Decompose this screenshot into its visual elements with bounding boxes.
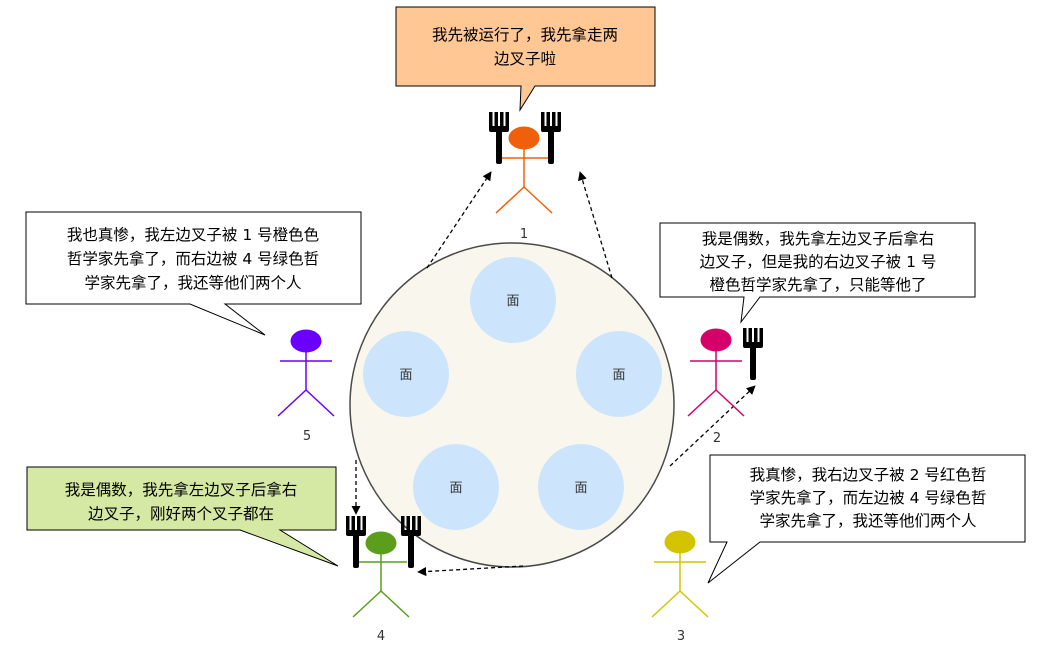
bowl-bottom-right: 面 — [538, 444, 624, 530]
bubble-4-line-2: 边叉子，刚好两个叉子都在 — [88, 505, 274, 523]
philosopher-2: 2 — [687, 328, 745, 446]
arrow-fork-right-to-1 — [578, 171, 613, 279]
bowl-label: 面 — [449, 481, 462, 496]
fork-icon — [743, 328, 763, 380]
bubble-5-line-2: 哲学家先拿了，而右边被 4 号绿色哲 — [67, 249, 319, 268]
fork-icon — [541, 112, 561, 164]
bowl-top: 面 — [470, 257, 556, 343]
philosopher-4: 4 — [352, 531, 410, 644]
bubble-3-line-3: 学家先拿了，我还等他们两个人 — [759, 511, 976, 530]
bowl-label: 面 — [574, 481, 587, 496]
philosopher-label-5: 5 — [303, 429, 311, 444]
arrow-fork-right-to-4 — [417, 565, 524, 577]
philosopher-3: 3 — [651, 530, 709, 644]
philosopher-5: 5 — [277, 329, 335, 444]
bubble-3-line-1: 我真惨，我右边叉子被 2 号红色哲 — [750, 466, 987, 484]
speech-bubble-1: 我先被运行了，我先拿走两 边叉子啦 — [395, 6, 656, 112]
speech-bubble-2: 我是偶数，我先拿左边叉子后拿右 边叉子，但是我的右边叉子被 1 号 橙色哲学家先… — [659, 222, 976, 324]
speech-bubble-5: 我也真惨，我左边叉子被 1 号橙色色 哲学家先拿了，而右边被 4 号绿色哲 学家… — [25, 211, 362, 336]
bubble-4-line-1: 我是偶数，我先拿左边叉子后拿右 — [65, 480, 298, 499]
speech-bubble-3: 我真惨，我右边叉子被 2 号红色哲 学家先拿了，而左边被 4 号绿色哲 学家先拿… — [707, 454, 1026, 584]
bubble-5-line-1: 我也真惨，我左边叉子被 1 号橙色色 — [67, 226, 319, 244]
bowl-right: 面 — [576, 331, 662, 417]
fork-icon — [489, 112, 509, 164]
philosopher-1: 1 — [495, 126, 553, 242]
bubble-1-line-1: 我先被运行了，我先拿走两 — [432, 25, 618, 44]
bowl-label: 面 — [612, 368, 625, 383]
bowl-bottom-left: 面 — [413, 444, 499, 530]
fork-icon — [346, 516, 366, 568]
arrow-fork-left-to-1 — [426, 171, 492, 269]
bubble-5-line-3: 学家先拿了，我还等他们两个人 — [84, 273, 301, 292]
bowl-label: 面 — [399, 368, 412, 383]
arrow-fork-to-2 — [669, 385, 756, 467]
bubble-2-line-1: 我是偶数，我先拿左边叉子后拿右 — [702, 229, 935, 248]
bubble-3-line-2: 学家先拿了，而左边被 4 号绿色哲 — [750, 488, 987, 507]
bowl-label: 面 — [506, 294, 519, 309]
bubble-1-line-2: 边叉子啦 — [494, 50, 556, 68]
philosopher-label-2: 2 — [713, 431, 721, 446]
bubble-2-line-3: 橙色哲学家先拿了，只能等他了 — [709, 275, 926, 294]
philosopher-label-1: 1 — [520, 227, 528, 242]
philosopher-label-3: 3 — [677, 629, 685, 644]
bubble-2-line-2: 边叉子，但是我的右边叉子被 1 号 — [700, 253, 937, 271]
bowl-left: 面 — [363, 331, 449, 417]
philosopher-label-4: 4 — [377, 629, 385, 644]
speech-bubble-4: 我是偶数，我先拿左边叉子后拿右 边叉子，刚好两个叉子都在 — [26, 466, 339, 567]
